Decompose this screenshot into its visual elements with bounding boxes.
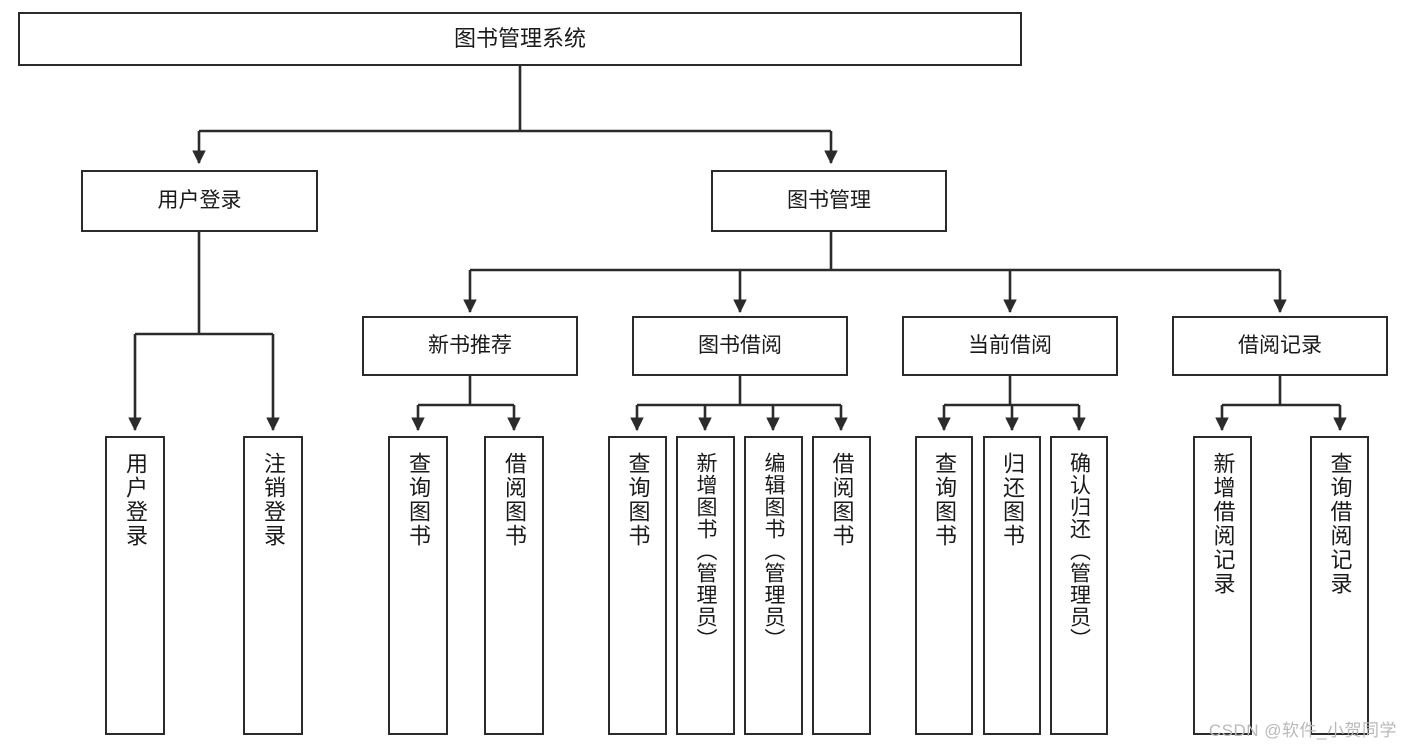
leaf-newbook-borrow-book[interactable]: 借阅图书 [484, 436, 544, 735]
node-label: 新增图书（管理员） [694, 452, 717, 650]
leaf-current-return-book[interactable]: 归还图书 [983, 436, 1041, 735]
node-label: 查询图书 [406, 452, 431, 548]
node-label: 编辑图书（管理员） [762, 452, 785, 650]
node-label: 当前借阅 [968, 333, 1052, 357]
node-label: 图书借阅 [698, 333, 782, 357]
node-label: 新增借阅记录 [1210, 452, 1236, 596]
node-new-book-recommend[interactable]: 新书推荐 [362, 316, 578, 376]
node-label: 归还图书 [1000, 452, 1025, 548]
leaf-record-add-record[interactable]: 新增借阅记录 [1193, 436, 1252, 735]
leaf-current-confirm-return-admin[interactable]: 确认归还（管理员） [1050, 436, 1108, 735]
leaf-borrow-borrow-book[interactable]: 借阅图书 [812, 436, 871, 735]
node-current-borrow[interactable]: 当前借阅 [902, 316, 1118, 376]
leaf-current-query-book[interactable]: 查询图书 [915, 436, 973, 735]
node-book-management[interactable]: 图书管理 [711, 170, 947, 232]
csdn-watermark: CSDN @软件_小贺同学 [1208, 721, 1397, 740]
node-user-login[interactable]: 用户登录 [81, 170, 318, 232]
leaf-borrow-query-book[interactable]: 查询图书 [608, 436, 667, 735]
node-label: 借阅图书 [829, 452, 855, 548]
node-label: 确认归还（管理员） [1067, 452, 1091, 650]
node-label: 注销登录 [261, 452, 286, 548]
node-root-system[interactable]: 图书管理系统 [18, 12, 1022, 66]
node-borrow-record[interactable]: 借阅记录 [1172, 316, 1388, 376]
leaf-user-login[interactable]: 用户登录 [105, 436, 165, 735]
leaf-logout[interactable]: 注销登录 [243, 436, 303, 735]
leaf-record-query-record[interactable]: 查询借阅记录 [1310, 436, 1369, 735]
node-label: 图书管理系统 [453, 26, 586, 52]
node-label: 查询借阅记录 [1327, 452, 1353, 596]
leaf-newbook-query-book[interactable]: 查询图书 [388, 436, 448, 735]
leaf-borrow-edit-book-admin[interactable]: 编辑图书（管理员） [744, 436, 803, 735]
node-label: 借阅图书 [502, 452, 527, 548]
node-book-borrow[interactable]: 图书借阅 [632, 316, 848, 376]
node-label: 用户登录 [157, 188, 242, 212]
node-label: 用户登录 [123, 452, 148, 548]
node-label: 查询图书 [625, 452, 651, 548]
node-label: 新书推荐 [428, 333, 512, 357]
node-label: 借阅记录 [1238, 333, 1322, 357]
leaf-borrow-add-book-admin[interactable]: 新增图书（管理员） [676, 436, 735, 735]
node-label: 查询图书 [932, 452, 957, 548]
node-label: 图书管理 [787, 188, 871, 212]
